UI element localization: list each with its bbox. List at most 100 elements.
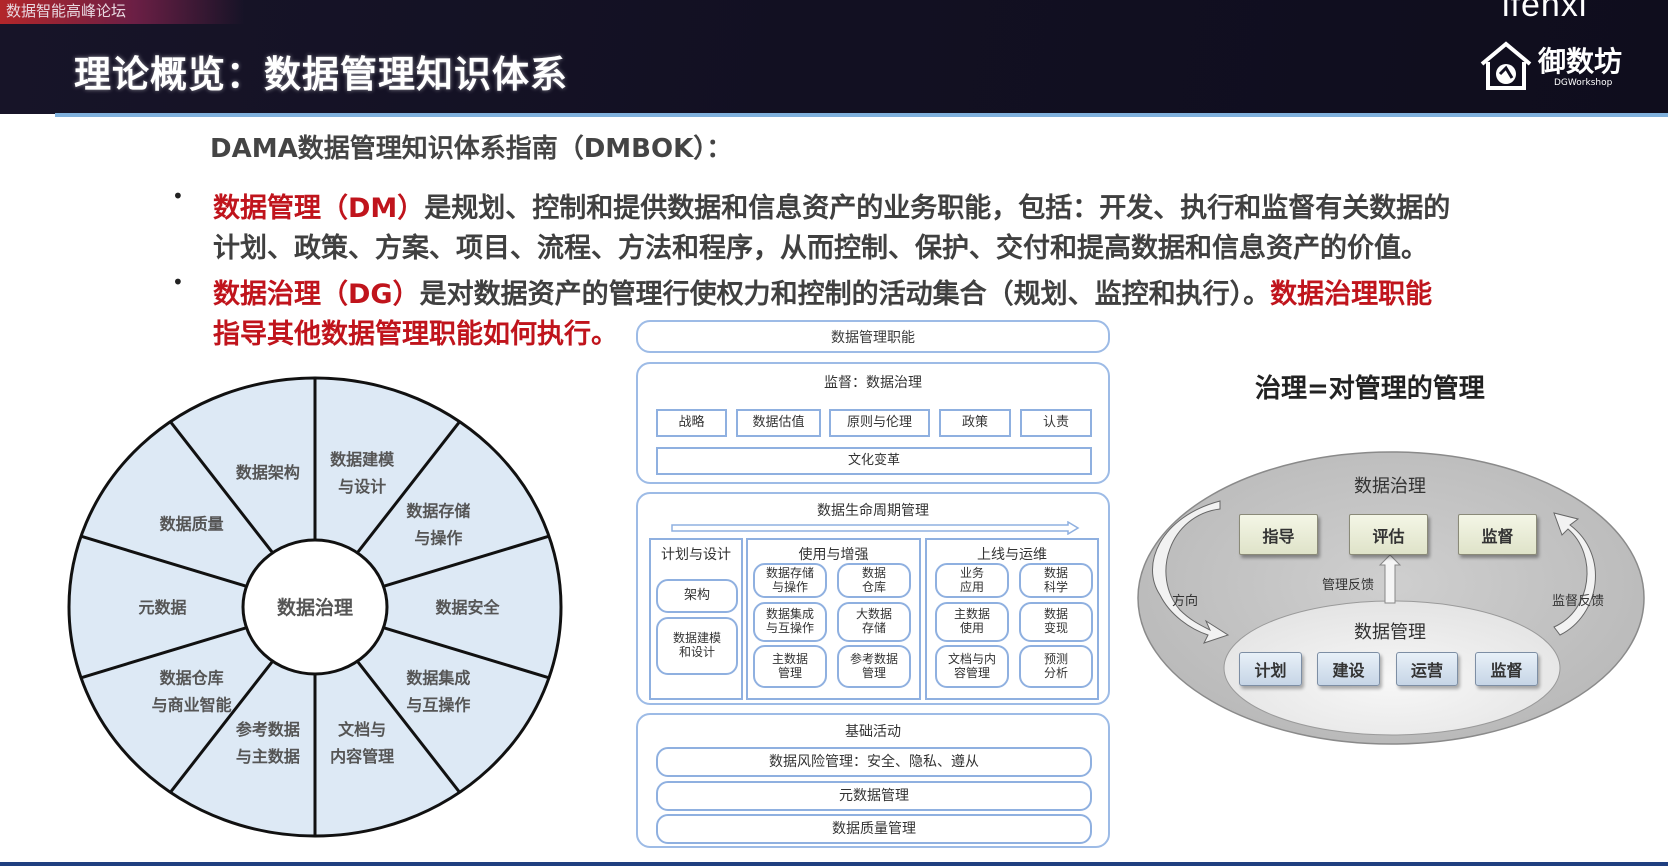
wheel-segment-label: 数据仓库与商业智能 (152, 668, 232, 714)
lifecycle-item: 大数据 存储 (837, 602, 911, 642)
direction-arrow-icon (1152, 500, 1230, 644)
house-logo-icon (1480, 41, 1532, 90)
wheel-segment-label: 数据建模与设计 (330, 450, 395, 496)
gov-box-supervise: 监督 (1458, 514, 1537, 555)
culture-change-box: 文化变革 (656, 447, 1092, 475)
wheel-segment-label: 数据集成与互操作 (406, 668, 470, 714)
wheel-segment-line: 与商业智能 (152, 695, 232, 714)
lifecycle-item: 数据 科学 (1019, 563, 1093, 598)
gov-item: 政策 (939, 409, 1011, 437)
wheel-segment-label: 数据架构 (236, 463, 300, 482)
wheel-segment-line: 数据仓库 (160, 668, 224, 687)
bullet-dot: • (172, 270, 184, 294)
lifecycle-item: 主数据 管理 (753, 645, 827, 688)
mgmt-feedback-label: 管理反馈 (1322, 578, 1375, 593)
lifecycle-item: 业务 应用 (935, 563, 1009, 598)
bullet2-line1: 数据治理（DG）是对数据资产的管理行使权力和控制的活动集合（规划、监控和执行）。… (213, 272, 1432, 311)
mgmt-box-plan: 计划 (1239, 652, 1302, 686)
page-title: 理论概览：数据管理知识体系 (74, 53, 568, 96)
wheel-segment-line: 数据质量 (160, 515, 224, 534)
lifecycle-item: 数据 变现 (1019, 602, 1093, 642)
wheel-segment-line: 数据建模 (330, 450, 395, 469)
dm-functions-box: 数据管理职能 (636, 320, 1110, 353)
mgmt-box-operate: 运营 (1396, 652, 1458, 686)
footer-line (0, 862, 1668, 866)
plan-design-title: 计划与设计 (661, 547, 731, 563)
outer-title: 数据治理 (1354, 476, 1426, 497)
wheel-segment-line: 元数据 (138, 598, 186, 617)
wheel-divider (80, 626, 247, 680)
wheel-segment-label: 数据质量 (160, 515, 224, 534)
lifecycle-item: 预测 分析 (1019, 645, 1093, 688)
wheel-segment-line: 与操作 (414, 529, 462, 548)
wheel-segment-label: 数据存储与操作 (406, 502, 470, 548)
wheel-segment-label: 元数据 (138, 598, 186, 617)
lifecycle-item: 主数据 使用 (935, 602, 1009, 642)
logo-name: 御数坊 (1538, 45, 1623, 78)
feedback-up-arrow-icon (1378, 554, 1402, 604)
lifecycle-item: 参考数据 管理 (837, 645, 911, 688)
direction-label: 方向 (1172, 594, 1199, 609)
supervise-feedback-arrow-icon (1553, 512, 1596, 636)
wheel-divider (356, 660, 461, 794)
inner-title: 数据管理 (1354, 622, 1426, 643)
governance-equation: 治理=对管理的管理 (1255, 374, 1485, 404)
wheel-center-circle (241, 538, 389, 676)
dmbok-wheel: 数据建模与设计数据存储与操作数据安全数据集成与互操作文档与内容管理参考数据与主数… (67, 376, 563, 838)
lifecycle-item: 数据 仓库 (837, 563, 911, 598)
wheel-segment-line: 与设计 (338, 477, 386, 496)
bullet-dot: • (172, 184, 184, 208)
lifecycle-arrow-icon (671, 521, 1080, 535)
foundation-item: 元数据管理 (656, 781, 1092, 811)
gov-item: 战略 (656, 409, 727, 437)
dg-emphasis: 数据治理职能 (1270, 279, 1433, 310)
use-enhance-title: 使用与增强 (798, 547, 869, 563)
wheel-divider (383, 626, 550, 680)
dmbok-heading: DAMA数据管理知识体系指南（DMBOK）： (210, 134, 733, 164)
gov-box-evaluate: 评估 (1349, 514, 1428, 555)
wheel-segment-line: 文档与 (338, 720, 386, 739)
wheel-segment-label: 文档与内容管理 (330, 720, 394, 766)
wheel-segment-line: 参考数据 (236, 720, 300, 739)
dg-term: 数据治理（DG） (213, 279, 420, 310)
header-divider (55, 113, 1668, 117)
dg-definition: 是对数据资产的管理行使权力和控制的活动集合（规划、监控和执行）。 (419, 279, 1271, 310)
foundation-item: 数据质量管理 (656, 814, 1092, 844)
bullet1-line2: 计划、政策、方案、项目、流程、方法和程序，从而控制、保护、交付和提高数据和信息资… (213, 233, 1428, 264)
wheel-segment-line: 与主数据 (236, 747, 300, 766)
gov-item: 数据估值 (736, 409, 821, 437)
wheel-center-label: 数据治理 (277, 596, 353, 619)
wheel-divider (356, 420, 461, 554)
wheel-divider (169, 420, 274, 554)
lifecycle-item: 数据存储 与操作 (753, 563, 827, 598)
supervise-feedback-label: 监督反馈 (1552, 594, 1605, 609)
gov-box-guide: 指导 (1239, 514, 1318, 555)
lifecycle-item: 数据建模 和设计 (656, 617, 738, 675)
wheel-segment-label: 数据安全 (436, 598, 501, 617)
header-banner (0, 0, 1668, 114)
lifecycle-item: 文档与内 容管理 (935, 645, 1009, 688)
bullet1-line1: 数据管理（DM）是规划、控制和提供数据和信息资产的业务职能，包括：开发、执行和监… (213, 186, 1450, 225)
wheel-divider (169, 660, 274, 794)
wheel-segment-line: 数据集成 (406, 668, 470, 687)
logo-sub: DGWorkshop (1554, 78, 1613, 88)
wheel-segment-label: 参考数据与主数据 (236, 720, 300, 766)
forum-tag: 数据智能高峰论坛 (0, 0, 245, 24)
wheel-segment-line: 内容管理 (330, 747, 394, 766)
wheel-segment-line: 数据安全 (436, 598, 501, 617)
governance-title: 监督：数据治理 (824, 375, 922, 391)
foundation-item: 数据风险管理：安全、隐私、遵从 (656, 747, 1092, 777)
gov-item: 原则与伦理 (829, 409, 930, 437)
bullet2-line2: 指导其他数据管理职能如何执行。 (213, 319, 618, 350)
gov-item: 认责 (1020, 409, 1092, 437)
wheel-divider (383, 534, 550, 588)
lifecycle-item: 架构 (656, 579, 738, 613)
dm-term: 数据管理（DM） (213, 193, 425, 224)
dgworkshop-logo: 御数坊 DGWorkshop (1478, 38, 1648, 94)
wheel-segment-line: 数据存储 (406, 502, 470, 521)
wheel-segment-line: 数据架构 (236, 463, 300, 482)
dm-definition: 是规划、控制和提供数据和信息资产的业务职能，包括：开发、执行和监督有关数据的 (424, 193, 1451, 224)
lifecycle-title: 数据生命周期管理 (817, 503, 929, 519)
mgmt-box-monitor: 监督 (1475, 652, 1538, 686)
wheel-segment-line: 与互操作 (406, 695, 470, 714)
